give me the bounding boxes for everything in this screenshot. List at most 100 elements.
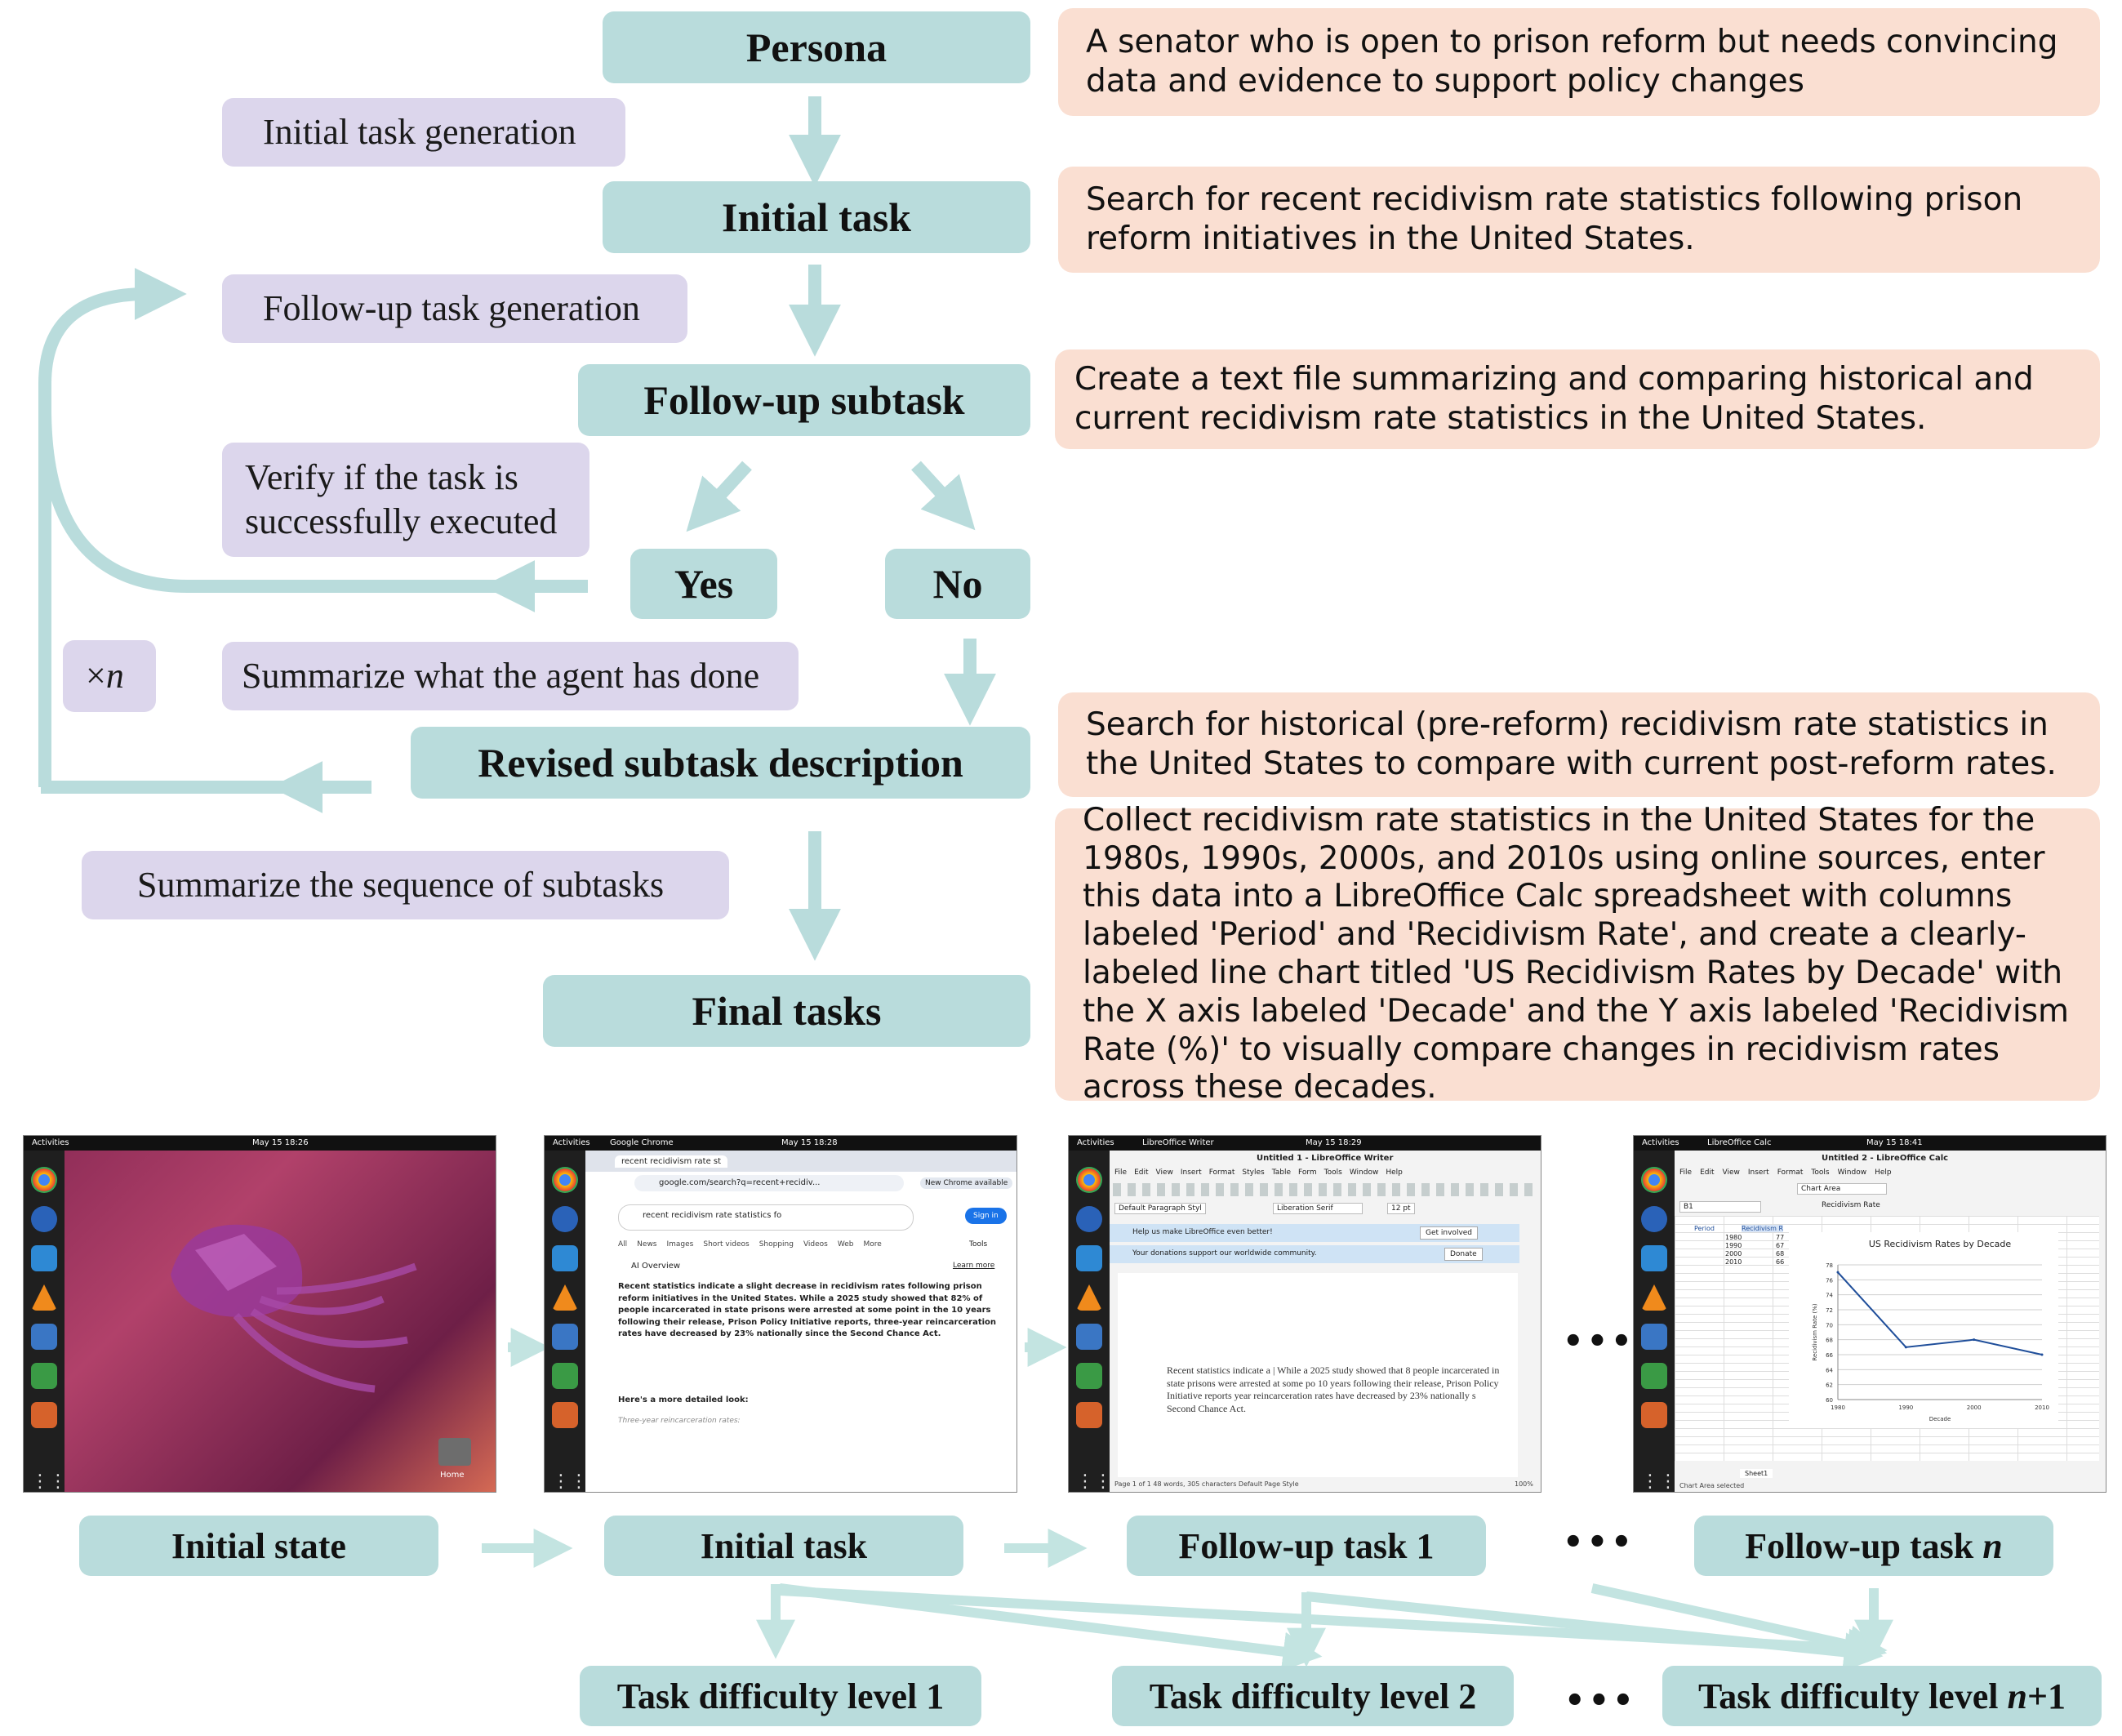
activities-button[interactable]: Activities <box>1642 1138 1679 1147</box>
writer-icon[interactable] <box>552 1324 578 1350</box>
thunderbird-icon[interactable] <box>1076 1206 1102 1232</box>
recidivism-chart[interactable]: US Recidivism Rates by Decade60626466687… <box>1789 1232 2058 1428</box>
tools-button[interactable]: Tools <box>969 1240 988 1249</box>
document-page[interactable] <box>1118 1273 1518 1477</box>
sign-in-button[interactable]: Sign in <box>965 1208 1007 1224</box>
tab-shopping[interactable]: Shopping <box>758 1240 794 1249</box>
calc-icon[interactable] <box>1641 1363 1667 1389</box>
formula-input[interactable]: Recidivism Rate <box>1822 1201 1880 1209</box>
cell-period[interactable]: 1980 <box>1725 1234 1742 1241</box>
name-box[interactable]: B1 <box>1679 1201 1761 1213</box>
tab-more[interactable]: More <box>863 1240 882 1249</box>
paragraph-style-select[interactable]: Default Paragraph Styl <box>1114 1203 1206 1214</box>
activities-button[interactable]: Activities <box>1077 1138 1114 1147</box>
menu-edit[interactable]: Edit <box>1134 1168 1149 1177</box>
cell-rate[interactable]: 68 <box>1776 1250 1785 1257</box>
apps-grid-icon[interactable]: ⋮⋮ <box>1641 1471 1677 1492</box>
vscode-icon[interactable] <box>1076 1245 1102 1271</box>
thunderbird-icon[interactable] <box>1641 1206 1667 1232</box>
sheet-tab[interactable]: Sheet1 <box>1740 1469 1773 1478</box>
writer-icon[interactable] <box>1641 1324 1667 1350</box>
apps-grid-icon[interactable]: ⋮⋮ <box>31 1471 67 1492</box>
tab-short-videos[interactable]: Short videos <box>703 1240 750 1249</box>
menu-insert[interactable]: Insert <box>1747 1168 1769 1177</box>
home-folder-icon[interactable] <box>438 1438 471 1466</box>
menu-insert[interactable]: Insert <box>1180 1168 1202 1177</box>
new-chrome-badge[interactable]: New Chrome available <box>920 1177 1013 1189</box>
donate-button[interactable]: Donate <box>1444 1248 1483 1261</box>
vscode-icon[interactable] <box>552 1245 578 1271</box>
vscode-icon[interactable] <box>1641 1245 1667 1271</box>
menu-form[interactable]: Form <box>1297 1168 1317 1177</box>
menu-format[interactable]: Format <box>1208 1168 1235 1177</box>
cell-period[interactable]: 2000 <box>1725 1250 1742 1257</box>
yes-label: Yes <box>674 561 734 607</box>
menu-tools[interactable]: Tools <box>1323 1168 1342 1177</box>
cell-rate[interactable]: 67 <box>1776 1242 1785 1249</box>
cell-rate[interactable]: 66 <box>1776 1258 1785 1266</box>
menu-help[interactable]: Help <box>1386 1168 1403 1177</box>
address-bar[interactable] <box>634 1175 904 1191</box>
menu-file[interactable]: File <box>1114 1168 1128 1177</box>
tab-videos[interactable]: Videos <box>803 1240 828 1249</box>
tab-all[interactable]: All <box>618 1240 628 1249</box>
summarize-sequence-step: Summarize the sequence of subtasks <box>82 851 729 919</box>
chrome-icon[interactable] <box>1076 1167 1102 1193</box>
impress-icon[interactable] <box>1641 1402 1667 1428</box>
chrome-icon[interactable] <box>1641 1167 1667 1193</box>
thunderbird-icon[interactable] <box>552 1206 578 1232</box>
vscode-icon[interactable] <box>31 1245 57 1271</box>
arrow-followupn-to-leveln-diag <box>1590 1583 1888 1664</box>
calc-icon[interactable] <box>1076 1363 1102 1389</box>
menu-view[interactable]: View <box>1722 1168 1740 1177</box>
thunderbird-icon[interactable] <box>31 1206 57 1232</box>
followup-subtask-label: Follow-up subtask <box>643 377 965 423</box>
followup-task-n-prefix: Follow-up task <box>1745 1525 1983 1566</box>
menu-table[interactable]: Table <box>1271 1168 1291 1177</box>
writer-icon[interactable] <box>31 1324 57 1350</box>
activities-button[interactable]: Activities <box>32 1138 69 1147</box>
vlc-icon[interactable] <box>552 1284 578 1311</box>
tab-news[interactable]: News <box>637 1240 657 1249</box>
apps-grid-icon[interactable]: ⋮⋮ <box>552 1471 588 1492</box>
header-period[interactable]: Period <box>1694 1225 1715 1232</box>
calc-icon[interactable] <box>552 1363 578 1389</box>
menu-window[interactable]: Window <box>1349 1168 1379 1177</box>
font-size-select[interactable]: 12 pt <box>1387 1203 1415 1214</box>
learn-more-link[interactable]: Learn more <box>953 1262 995 1270</box>
browser-tab[interactable]: recent recidivism rate st <box>615 1155 728 1168</box>
menu-tools[interactable]: Tools <box>1811 1168 1830 1177</box>
chrome-icon[interactable] <box>31 1167 57 1193</box>
vlc-icon[interactable] <box>31 1284 57 1311</box>
vlc-icon[interactable] <box>1076 1284 1102 1311</box>
writer-icon[interactable] <box>1076 1324 1102 1350</box>
calc-icon[interactable] <box>31 1363 57 1389</box>
verify-step: Verify if the task is successfully execu… <box>222 443 589 557</box>
impress-icon[interactable] <box>31 1402 57 1428</box>
cell-period[interactable]: 1990 <box>1725 1242 1742 1249</box>
chrome-icon[interactable] <box>552 1167 578 1193</box>
chart-element-select[interactable]: Chart Area <box>1797 1183 1887 1195</box>
menu-view[interactable]: View <box>1155 1168 1173 1177</box>
menu-styles[interactable]: Styles <box>1242 1168 1265 1177</box>
search-box[interactable] <box>618 1204 914 1231</box>
impress-icon[interactable] <box>552 1402 578 1428</box>
header-recidivism-rate[interactable]: Recidivism R <box>1742 1225 1784 1232</box>
menu-help[interactable]: Help <box>1875 1168 1892 1177</box>
get-involved-button[interactable]: Get involved <box>1420 1226 1479 1240</box>
activities-button[interactable]: Activities <box>553 1138 590 1147</box>
tab-web[interactable]: Web <box>837 1240 854 1249</box>
three-year-heading: Three-year reincarceration rates: <box>618 1417 741 1425</box>
tab-images[interactable]: Images <box>666 1240 694 1249</box>
impress-icon[interactable] <box>1076 1402 1102 1428</box>
menu-format[interactable]: Format <box>1777 1168 1804 1177</box>
cell-period[interactable]: 2010 <box>1725 1258 1742 1266</box>
data-point <box>1973 1338 1976 1342</box>
font-name-select[interactable]: Liberation Serif <box>1273 1203 1363 1214</box>
menu-file[interactable]: File <box>1679 1168 1693 1177</box>
vlc-icon[interactable] <box>1641 1284 1667 1311</box>
cell-rate[interactable]: 77 <box>1776 1234 1785 1241</box>
apps-grid-icon[interactable]: ⋮⋮ <box>1076 1471 1112 1492</box>
menu-edit[interactable]: Edit <box>1700 1168 1715 1177</box>
menu-window[interactable]: Window <box>1837 1168 1867 1177</box>
